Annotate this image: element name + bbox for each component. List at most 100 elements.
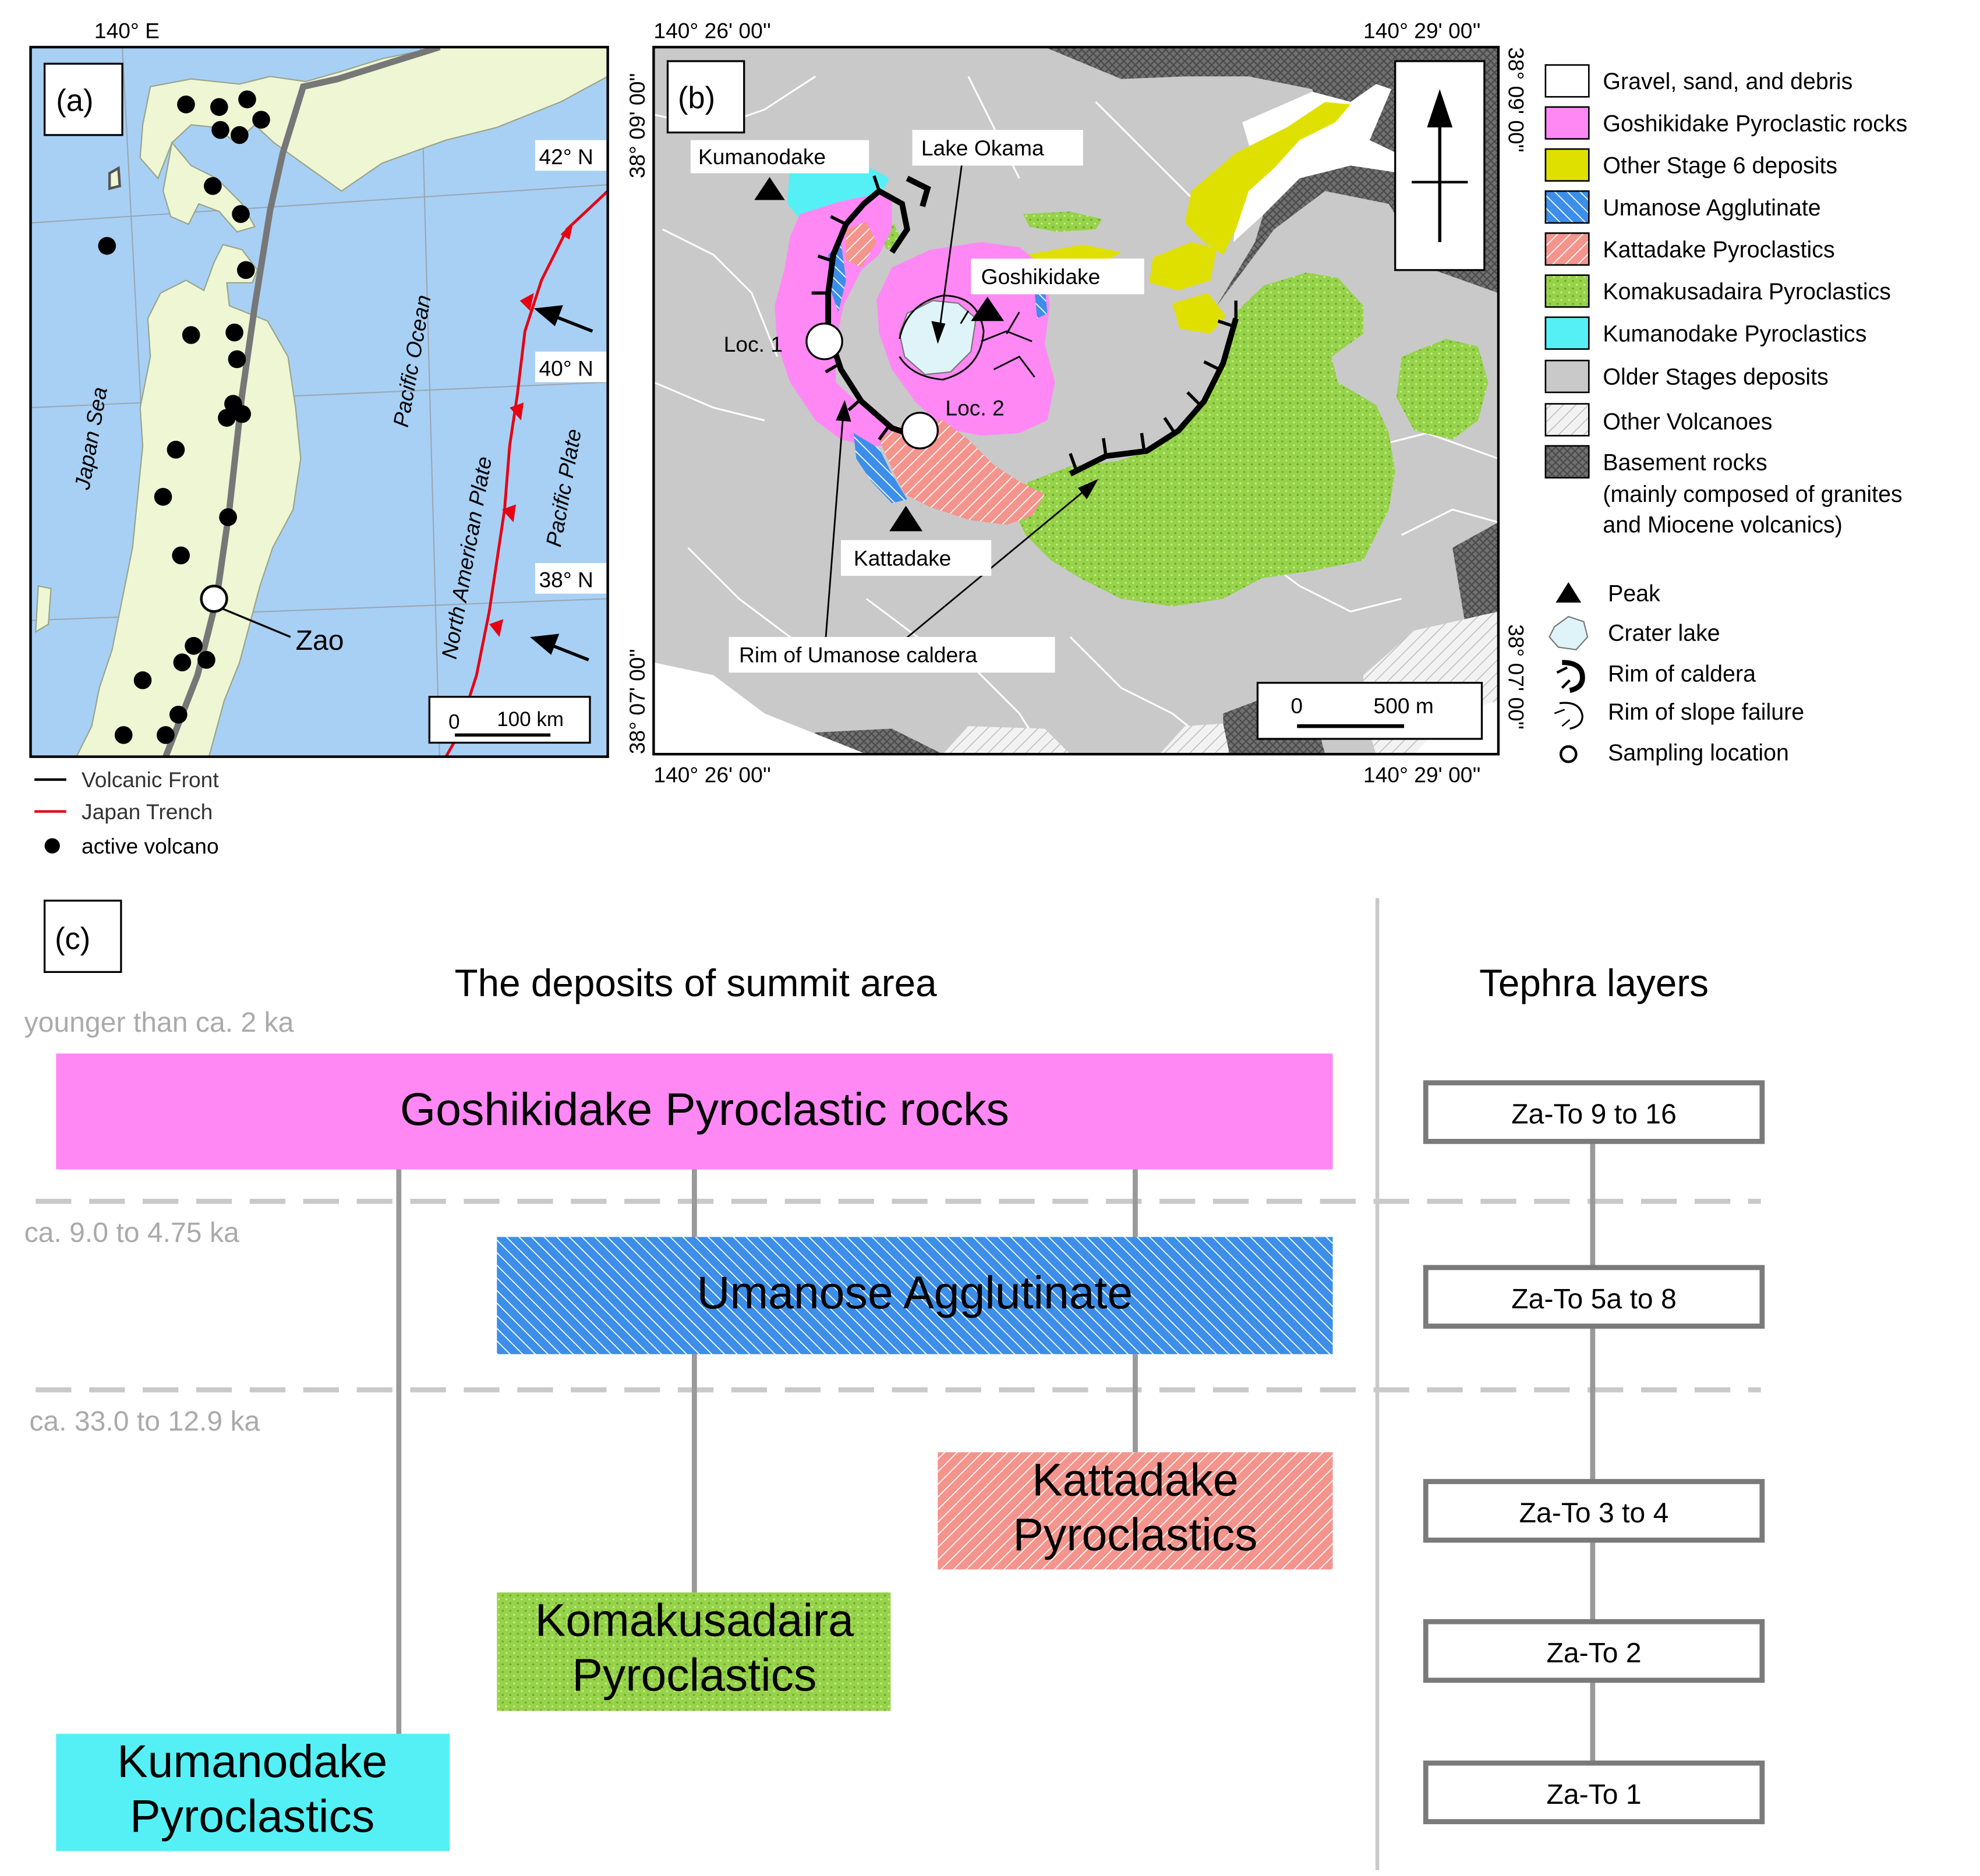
active-volcano-dots [98, 90, 270, 744]
coord-top-left: 140° 26' 00'' [653, 19, 771, 43]
unit-umanose-box: Umanose Agglutinate [497, 1237, 1333, 1354]
peak-markers [754, 177, 1005, 532]
scale-bar-a: 0 100 km [428, 696, 591, 744]
legend-caldera-rim: Rim of caldera [1556, 660, 1756, 693]
north-arrow [1394, 60, 1486, 271]
stage6-north [1185, 102, 1351, 255]
panel-b-legend: Gravel, sand, and debris Goshikidake Pyr… [1544, 64, 1907, 766]
age-label-3: ca. 33.0 to 12.9 ka [29, 1406, 260, 1437]
tephra-text-1: Za-To 9 to 16 [1511, 1099, 1677, 1130]
other-volcanoes-s2 [1159, 723, 1230, 755]
label-loc2: Loc. 2 [945, 395, 1004, 420]
label-goshikidake-text: Goshikidake [981, 264, 1101, 289]
unit-komakusadaira-text-1: Komakusadaira [535, 1594, 854, 1645]
tephra-box-1: Za-To 9 to 16 [1423, 1080, 1765, 1144]
slope-failure-rims [899, 295, 1035, 381]
legend-basement: Basement rocks (mainly composed of grani… [1544, 445, 1903, 538]
legend-older-stages: Older Stages deposits [1544, 359, 1829, 394]
legend-basement-text: Basement rocks [1603, 449, 1767, 475]
lat-38-bg [535, 563, 607, 594]
goshikidake-west [775, 193, 903, 446]
tephra-box-4: Za-To 2 [1423, 1619, 1765, 1683]
legend-a-active-volcano: active volcano [82, 834, 219, 858]
tephra-text-3: Za-To 3 to 4 [1519, 1498, 1669, 1529]
unit-goshikidake-text: Goshikidake Pyroclastic rocks [400, 1084, 1009, 1135]
unit-kumanodake-text-2: Pyroclastics [130, 1790, 374, 1842]
umanose-caldera-rim [825, 187, 911, 436]
zao-volcano-marker [200, 585, 228, 613]
sado-land [35, 585, 52, 633]
komakusadaira-east [1396, 338, 1488, 440]
stage6-lower [1172, 293, 1226, 334]
panel-a-label-box [43, 62, 123, 136]
legend-gravel: Gravel, sand, and debris [1544, 64, 1852, 98]
legend-caldera-rim-text: Rim of caldera [1608, 661, 1756, 687]
legend-a-japan-trench: Japan Trench [82, 799, 213, 824]
komakusadaira-north [1023, 211, 1102, 232]
legend-kattadake-text: Kattadake Pyroclastics [1603, 237, 1834, 263]
other-volcanoes-s1 [943, 726, 1070, 755]
okushiri-land [108, 166, 121, 190]
legend-komakusadaira-text: Komakusadaira Pyroclastics [1603, 279, 1891, 305]
legend-goshikidake-text: Goshikidake Pyroclastic rocks [1603, 111, 1907, 136]
deposit-connectors [396, 1169, 1138, 1735]
scale-bar-b: 0 500 m [1256, 682, 1483, 740]
legend-sampling: Sampling location [1559, 740, 1789, 766]
lat-label-38n: 38° N [539, 568, 593, 592]
coord-left-bottom: 38° 07' 00'' [625, 649, 649, 754]
tephra-box-2: Za-To 5a to 8 [1423, 1265, 1765, 1329]
lat-40-bg [535, 351, 607, 383]
callout-arrowheads [836, 321, 1098, 500]
age-label-2: ca. 9.0 to 4.75 ka [24, 1217, 239, 1248]
unit-goshikidake-box: Goshikidake Pyroclastic rocks [56, 1053, 1333, 1170]
scale-a-zero: 0 [448, 710, 459, 733]
scale-b-length: 500 m [1374, 693, 1434, 718]
legend-umanose-text: Umanose Agglutinate [1603, 195, 1820, 221]
peak-kattadake-icon [889, 505, 923, 532]
unit-umanose-text: Umanose Agglutinate [697, 1267, 1133, 1318]
legend-kattadake: Kattadake Pyroclastics [1544, 232, 1835, 266]
label-kattadake: Kattadake [841, 540, 992, 576]
sampling-loc2-icon [901, 412, 939, 449]
circle-icon [1559, 745, 1578, 763]
crater-lake-icon [1548, 615, 1589, 650]
zao-label: Zao [296, 625, 344, 656]
panel-a-label: (a) [56, 83, 93, 118]
unit-komakusadaira-box: Komakusadaira Pyroclastics [497, 1592, 891, 1711]
legend-kumanodake-text: Kumanodake Pyroclastics [1603, 321, 1866, 346]
legend-a-volcanic-front: Volcanic Front [82, 767, 219, 792]
panel-c-label: (c) [55, 922, 90, 956]
legend-other-volcanoes-text: Other Volcanoes [1603, 409, 1772, 434]
umanose-agglutinate-south [853, 433, 907, 504]
scale-a-length: 100 km [497, 708, 564, 731]
legend-peak: Peak [1555, 581, 1660, 607]
panel-b-map: 140° 26' 00'' 140° 29' 00'' 140° 26' 00'… [625, 19, 1528, 787]
panel-b-label-box [666, 60, 745, 134]
tephra-text-2: Za-To 5a to 8 [1511, 1283, 1677, 1315]
hokkaido-land [139, 47, 608, 192]
legend-sampling-text: Sampling location [1608, 740, 1789, 766]
peak-goshikidake-icon [971, 296, 1005, 321]
peak-kumanodake-icon [754, 177, 785, 200]
coord-left-top: 38° 09' 00'' [625, 73, 649, 178]
trench-teeth [489, 221, 574, 637]
tephra-box-3: Za-To 3 to 4 [1423, 1479, 1765, 1543]
japan-trench-line [444, 190, 608, 757]
label-lake-okama: Lake Okama [912, 130, 1083, 166]
slope-failure-icon [1554, 702, 1584, 730]
legend-umanose: Umanose Agglutinate [1544, 190, 1821, 224]
basement-rocks-north [1045, 47, 1498, 306]
legend-other-volcanoes: Other Volcanoes [1544, 403, 1773, 437]
unit-kumanodake-text-1: Kumanodake [117, 1736, 387, 1787]
komakusadaira-main [993, 272, 1395, 607]
unit-komakusadaira-text-2: Pyroclastics [572, 1649, 816, 1700]
gravel-north [1233, 84, 1453, 242]
legend-basement-note-1: (mainly composed of granites [1603, 482, 1902, 507]
legend-crater-lake: Crater lake [1548, 615, 1720, 650]
unit-kumanodake-box: Kumanodake Pyroclastics [56, 1733, 450, 1852]
label-kumanodake-text: Kumanodake [698, 144, 826, 169]
panel-b-label: (b) [678, 81, 715, 115]
heading-deposits: The deposits of summit area [455, 962, 937, 1004]
lat-label-40n: 40° N [539, 356, 593, 380]
caldera-rim-ticks [811, 175, 1238, 472]
